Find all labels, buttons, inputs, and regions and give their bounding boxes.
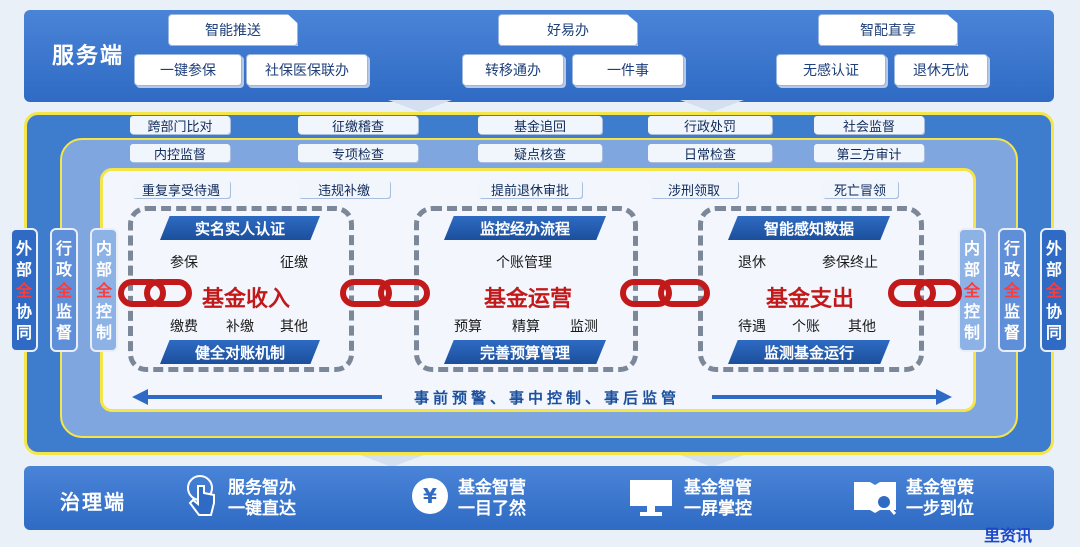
inner-tag: 违规补缴 xyxy=(298,180,390,199)
income-top-right: 征缴 xyxy=(280,255,308,271)
expense-top-bar: 智能感知数据 xyxy=(728,216,890,240)
down-arrow-icon xyxy=(680,455,744,467)
side-label-right-mid: 行政全监督 xyxy=(998,228,1026,352)
inner-tag: 重复享受待遇 xyxy=(132,180,230,199)
outer-tag: 跨部门比对 xyxy=(130,116,230,135)
income-item: 补缴 xyxy=(226,319,254,335)
income-item: 缴费 xyxy=(170,319,198,335)
expense-item: 待遇 xyxy=(738,319,766,335)
pill-easy-do: 好易办 xyxy=(498,14,638,46)
expense-top-left: 退休 xyxy=(738,255,766,271)
touch-hand-icon xyxy=(187,475,215,516)
outer-tag: 社会监督 xyxy=(814,116,924,135)
governance-item-4: 基金智策一步到位 xyxy=(906,478,974,519)
monitor-icon xyxy=(630,480,672,516)
side-label-right-outer: 外部全协同 xyxy=(1040,228,1068,352)
income-title: 基金收入 xyxy=(202,286,291,312)
service-band-title: 服务端 xyxy=(52,43,125,69)
expense-item: 其他 xyxy=(848,319,876,335)
governance-item-2: 基金智营一目了然 xyxy=(458,478,526,519)
chain-link-icon xyxy=(888,279,962,307)
mid-tag: 日常检查 xyxy=(648,144,772,163)
operation-top-bar: 监控经办流程 xyxy=(444,216,606,240)
inner-tag: 涉刑领取 xyxy=(650,180,738,199)
side-label-left-mid: 行政全监督 xyxy=(50,228,78,352)
down-arrow-icon xyxy=(388,100,452,112)
pill-smart-push: 智能推送 xyxy=(168,14,298,46)
expense-title: 基金支出 xyxy=(766,286,855,312)
pill-transfer: 转移通办 xyxy=(462,54,564,86)
yuan-coin-icon: ¥ xyxy=(412,478,448,514)
side-label-right-inner: 内部全控制 xyxy=(958,228,986,352)
chain-link-icon xyxy=(118,279,192,307)
income-top-left: 参保 xyxy=(170,255,198,271)
fund-income-box xyxy=(128,206,354,372)
mid-tag: 内控监督 xyxy=(130,144,230,163)
pill-smart-enjoy: 智配直享 xyxy=(818,14,958,46)
inner-tag: 死亡冒领 xyxy=(822,180,898,199)
chain-link-icon xyxy=(620,279,710,307)
pill-no-sense-auth: 无感认证 xyxy=(776,54,886,86)
operation-top-center: 个账管理 xyxy=(496,255,552,271)
side-label-left-inner: 内部全控制 xyxy=(90,228,118,352)
governance-item-3: 基金智管一屏掌控 xyxy=(684,478,752,519)
pill-one-thing: 一件事 xyxy=(572,54,684,86)
fund-expense-box xyxy=(698,206,924,372)
down-arrow-icon xyxy=(360,455,424,467)
outer-tag: 基金追回 xyxy=(478,116,602,135)
operation-item: 预算 xyxy=(454,319,482,335)
down-arrow-icon xyxy=(680,100,744,112)
timeline-label: 事前预警、事中控制、事后监管 xyxy=(382,386,712,408)
side-label-left-outer: 外部全协同 xyxy=(10,228,38,352)
inner-tag: 提前退休审批 xyxy=(478,180,582,199)
governance-band-title: 治理端 xyxy=(60,490,126,514)
expense-item: 个账 xyxy=(792,319,820,335)
operation-item: 精算 xyxy=(512,319,540,335)
operation-title: 基金运营 xyxy=(484,286,573,312)
chain-link-icon xyxy=(340,279,430,307)
outer-tag: 征缴稽查 xyxy=(298,116,418,135)
svg-text:¥: ¥ xyxy=(423,484,437,508)
fund-operation-box xyxy=(414,206,638,372)
book-search-icon xyxy=(854,482,897,515)
mid-tag: 专项检查 xyxy=(298,144,418,163)
operation-item: 监测 xyxy=(570,319,598,335)
governance-item-1: 服务智办一键直达 xyxy=(228,478,296,519)
mid-tag: 疑点核查 xyxy=(478,144,602,163)
governance-band xyxy=(24,466,1054,530)
income-top-bar: 实名实人认证 xyxy=(160,216,320,240)
expense-top-right: 参保终止 xyxy=(822,255,878,271)
income-item: 其他 xyxy=(280,319,308,335)
expense-bottom-bar: 监测基金运行 xyxy=(728,340,890,364)
pill-retire-worryfree: 退休无忧 xyxy=(894,54,988,86)
pill-social-medical: 社保医保联办 xyxy=(246,54,368,86)
operation-bottom-bar: 完善预算管理 xyxy=(444,340,606,364)
mid-tag: 第三方审计 xyxy=(814,144,924,163)
pill-one-click-insure: 一键参保 xyxy=(134,54,242,86)
outer-tag: 行政处罚 xyxy=(648,116,772,135)
income-bottom-bar: 健全对账机制 xyxy=(160,340,320,364)
watermark-text: 里资讯 xyxy=(984,526,1033,545)
